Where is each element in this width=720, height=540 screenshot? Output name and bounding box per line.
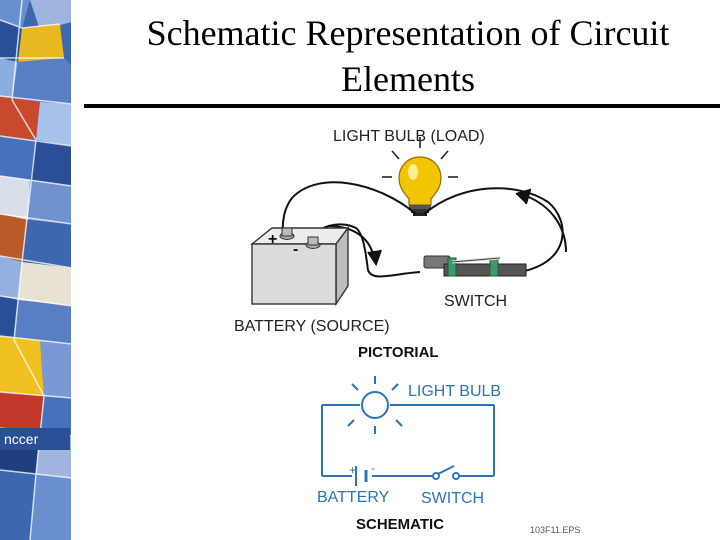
switch-icon (423, 255, 527, 277)
light-bulb-icon (398, 156, 442, 216)
schematic-bulb-icon (347, 376, 403, 434)
battery-icon (250, 225, 350, 307)
nccer-logo-text: nccer (4, 431, 39, 447)
pictorial-load-label: LIGHT BULB (LOAD) (333, 128, 485, 145)
schematic-switch-icon (432, 465, 460, 480)
glow-rays (382, 137, 458, 178)
schematic-bulb-label: LIGHT BULB (408, 383, 501, 400)
file-reference: 103F11.EPS (530, 525, 580, 535)
slide-title: Schematic Representation of Circuit Elem… (146, 13, 670, 99)
battery-minus-sign: - (293, 241, 298, 258)
schematic-battery-plus: + (349, 463, 356, 477)
battery-plus-sign: + (268, 231, 277, 248)
mosaic-sidebar (0, 0, 72, 540)
pictorial-caption: PICTORIAL (358, 344, 439, 361)
current-arrows (327, 188, 567, 267)
schematic-battery-minus: - (371, 461, 375, 475)
schematic-switch-label: SWITCH (421, 490, 484, 507)
title-divider (84, 104, 720, 108)
schematic-circuit (321, 404, 495, 477)
schematic-battery-label: BATTERY (317, 489, 390, 506)
circuit-diagram: LIGHT BULB (LOAD) + - (234, 128, 580, 535)
schematic-caption: SCHEMATIC (356, 516, 444, 533)
pictorial-switch-label: SWITCH (444, 293, 507, 310)
nccer-logo: nccer (0, 428, 70, 450)
schematic-battery-icon (355, 466, 368, 486)
pictorial-battery-label: BATTERY (SOURCE) (234, 318, 390, 335)
